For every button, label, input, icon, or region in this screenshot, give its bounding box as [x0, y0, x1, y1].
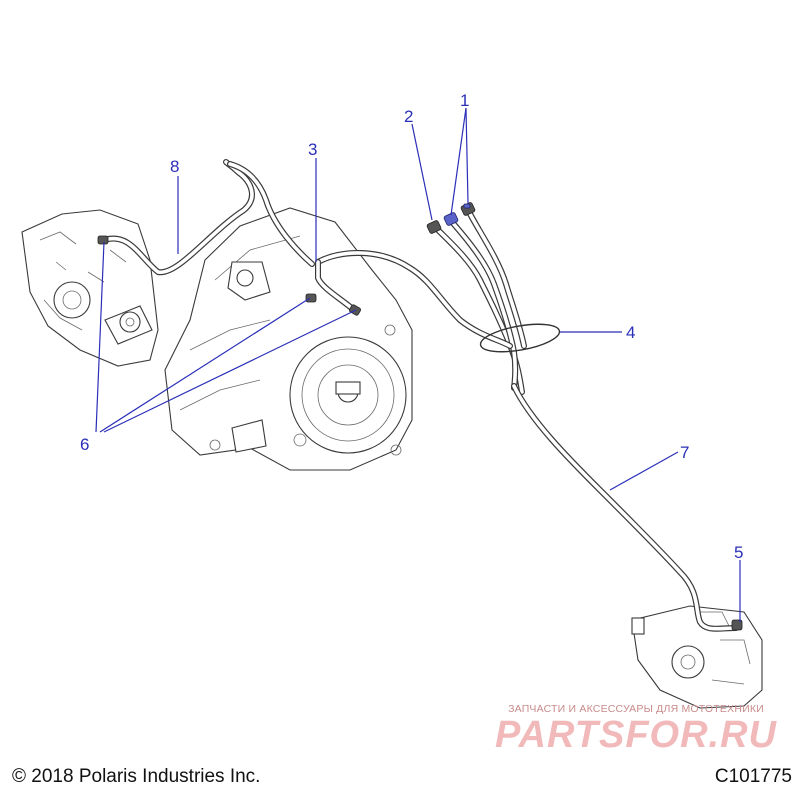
vent-fittings — [426, 202, 476, 234]
vent-line-7 — [511, 383, 739, 632]
rear-gearcase — [21, 209, 159, 367]
callout-6: 6 — [80, 435, 89, 454]
watermark-brand-logo: PARTSFOR.RU — [495, 714, 777, 756]
callout-3: 3 — [308, 140, 317, 159]
callout-1: 1 — [460, 91, 469, 110]
diagram-id: C101775 — [714, 766, 792, 787]
vent-line-8 — [101, 159, 315, 276]
leader-6b — [99, 297, 311, 433]
transmission — [164, 207, 413, 471]
copyright-text: © 2018 Polaris Industries Inc. — [12, 766, 261, 787]
leader-lines — [95, 107, 741, 622]
leader-2 — [411, 123, 433, 221]
callout-8: 8 — [170, 157, 179, 176]
front-gearcase-fitting — [731, 619, 743, 631]
leader-6c — [103, 309, 357, 433]
watermark-tagline: ЗАПЧАСТИ И АКСЕССУАРЫ ДЛЯ МОТОТЕХНИКИ — [508, 703, 764, 715]
callout-labels: 1 2 3 4 5 6 7 8 — [80, 91, 743, 562]
callout-2: 2 — [404, 107, 413, 126]
leader-1b — [465, 107, 469, 204]
callout-5: 5 — [734, 543, 743, 562]
watermark: ЗАПЧАСТИ И АКСЕССУАРЫ ДЛЯ МОТОТЕХНИКИ PA… — [486, 703, 786, 755]
leader-7 — [609, 451, 679, 491]
leader-1a — [450, 107, 467, 216]
callout-7: 7 — [680, 443, 689, 462]
leader-6a — [95, 241, 105, 433]
callout-4: 4 — [626, 323, 635, 342]
line-clamp-4 — [479, 323, 561, 353]
front-gearcase — [631, 605, 763, 709]
